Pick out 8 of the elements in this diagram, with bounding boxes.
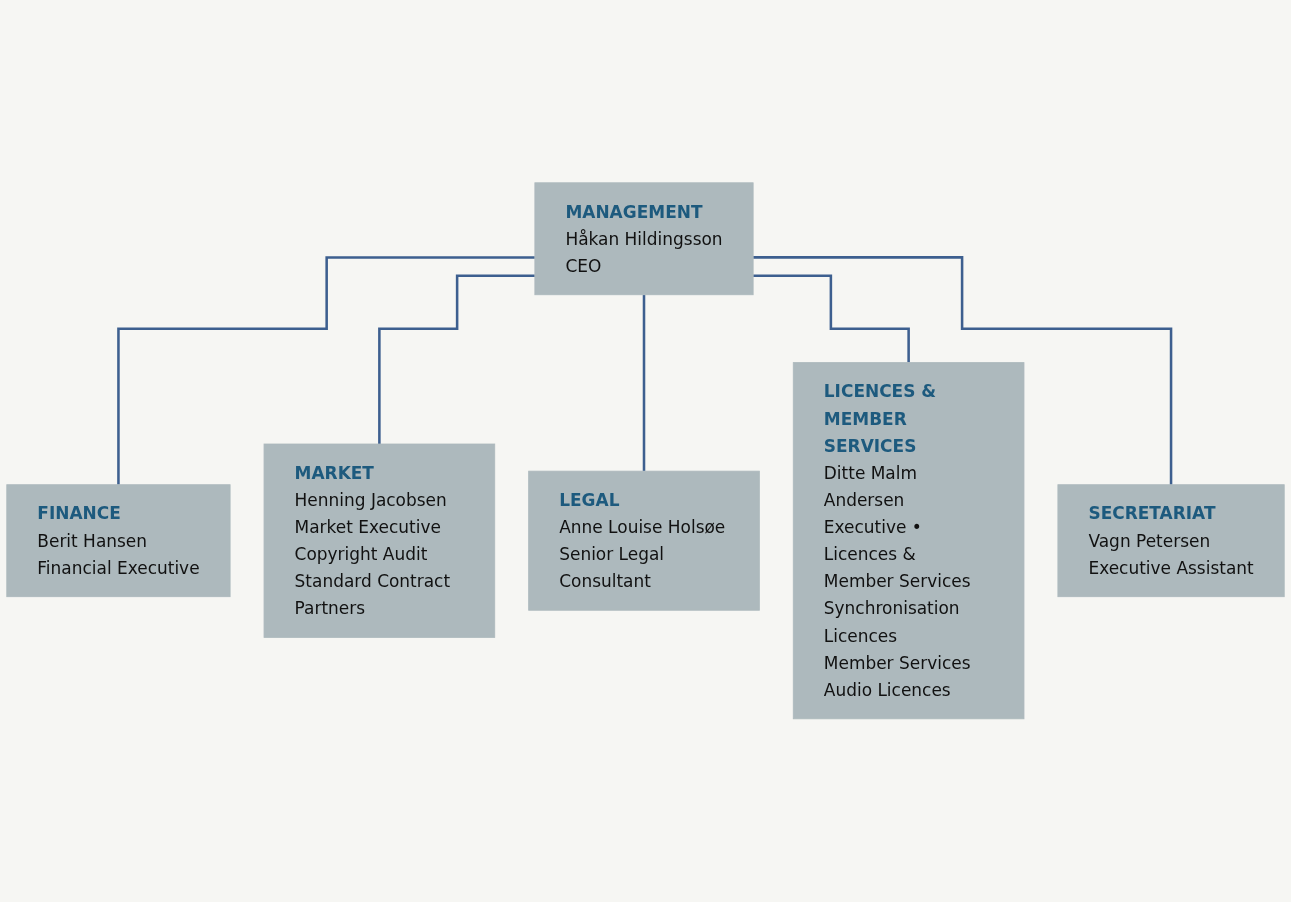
node-box: MANAGEMENT Håkan Hildingsson CEO [534, 182, 754, 296]
connector [642, 293, 646, 473]
node-box: FINANCE Berit Hansen Financial Executive [6, 484, 231, 598]
node-box: LEGAL Anne Louise Holsøe Senior Legal Consultant [528, 470, 760, 611]
connector [378, 274, 535, 446]
node-box: LICENCES & MEMBER SERVICES Ditte Malm Andersen Executive • Licences & Member Services Synchronisation Licences Member Services Audio Licences [792, 362, 1025, 720]
node-box: MARKET Henning Jacobsen Market Executive Copyright Audit Standard Contract Partners [263, 443, 496, 638]
node-box: SECRETARIAT Vagn Petersen Executive Assistant [1057, 484, 1285, 598]
